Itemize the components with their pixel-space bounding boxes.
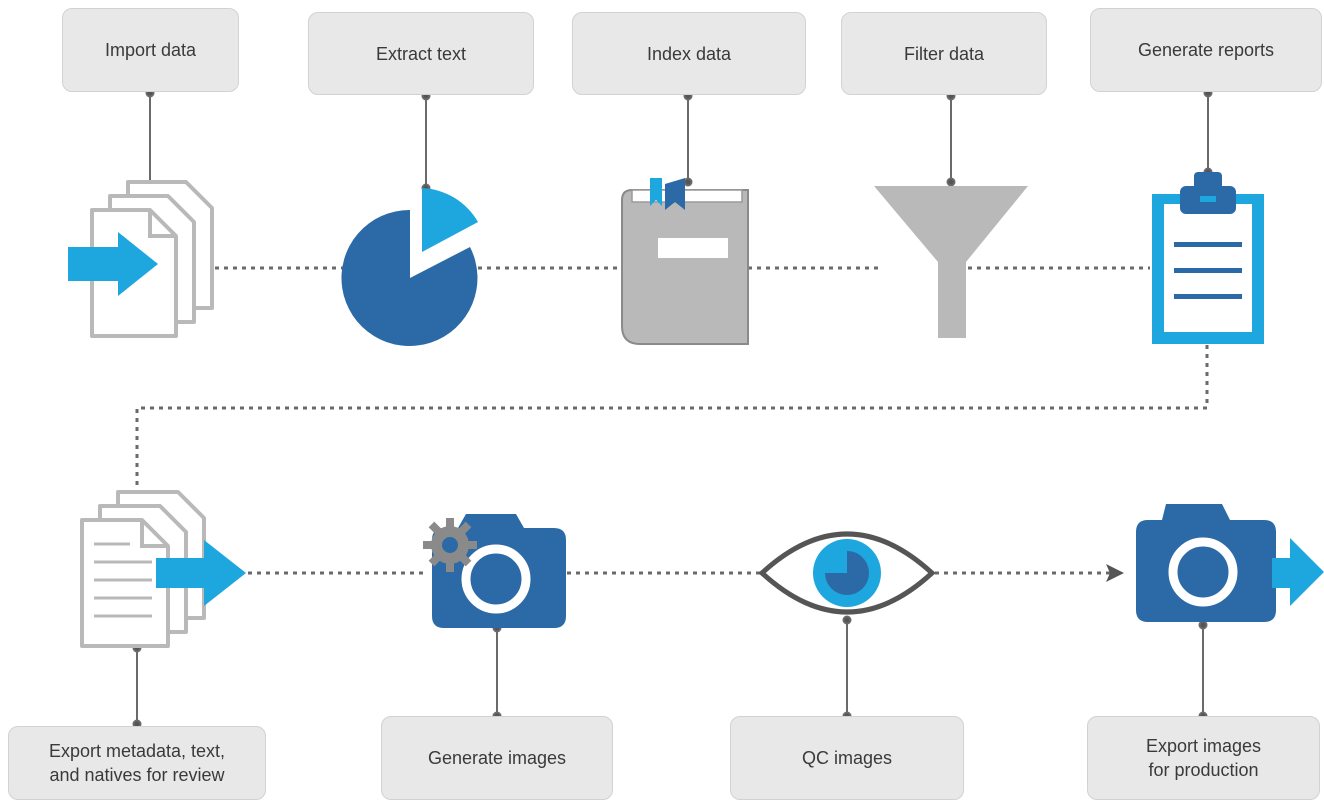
pie-chart-icon [341, 188, 478, 346]
flow-connectors [135, 266, 1209, 575]
camera-gear-icon [423, 514, 566, 628]
documents-export-icon [80, 490, 246, 648]
step-label-extract-text: Extract text [308, 12, 534, 95]
funnel-icon [874, 186, 1028, 338]
connector-reports-export [135, 345, 1209, 495]
step-label-generate-images: Generate images [381, 716, 613, 800]
step-label-qc-images: QC images [730, 716, 964, 800]
arrowhead-icon [1106, 564, 1124, 582]
index-book-icon [621, 178, 749, 345]
bottom-pins [132, 615, 1208, 729]
documents-import-icon [68, 180, 214, 338]
step-label-generate-reports: Generate reports [1090, 8, 1322, 92]
eye-icon [758, 531, 936, 615]
clipboard-icon [1152, 172, 1264, 344]
top-pins [145, 88, 1213, 193]
step-label-filter-data: Filter data [841, 12, 1047, 95]
step-label-import-data: Import data [62, 8, 239, 92]
camera-export-icon [1136, 504, 1324, 622]
step-label-index-data: Index data [572, 12, 806, 95]
step-label-export-production: Export images for production [1087, 716, 1320, 800]
step-label-export-review: Export metadata, text, and natives for r… [8, 726, 266, 800]
